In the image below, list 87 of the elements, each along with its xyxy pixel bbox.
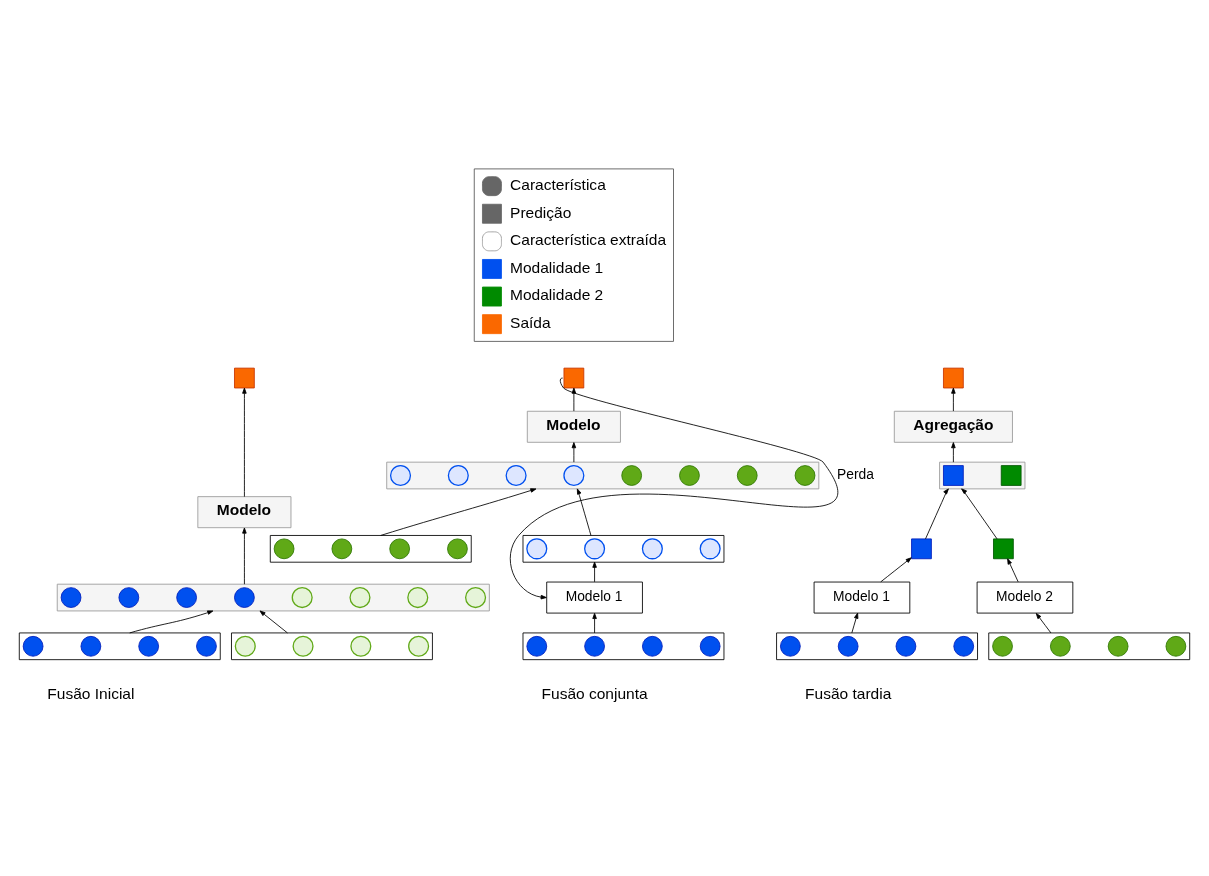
node-circle <box>273 538 295 560</box>
node-box: Modelo 1 <box>813 581 911 614</box>
legend-label: Característica extraída <box>510 231 667 249</box>
arrow <box>571 442 577 463</box>
node-box: Agregação <box>893 410 1013 443</box>
node-circle <box>895 635 917 657</box>
arrow <box>951 387 956 412</box>
arrow <box>951 442 956 463</box>
cluster <box>939 461 1026 490</box>
node-circle <box>292 635 314 657</box>
node-circle <box>138 635 159 657</box>
node-circle <box>291 587 313 609</box>
node-box <box>1000 465 1022 486</box>
arrow <box>1035 613 1052 634</box>
node-circle <box>196 635 217 657</box>
node-circle <box>1107 635 1129 657</box>
node-circle <box>563 464 585 487</box>
node-box <box>943 367 964 389</box>
node-circle <box>407 587 429 609</box>
node-circle <box>447 538 468 560</box>
arrow <box>880 557 912 583</box>
arrow <box>242 527 247 585</box>
node-circle <box>389 538 410 560</box>
node-circle <box>118 587 140 608</box>
node-circle <box>699 635 721 657</box>
arrow <box>380 488 537 536</box>
node-circle <box>953 635 975 657</box>
node-box: Modelo 2 <box>976 581 1074 614</box>
label: Fusão Inicial <box>47 684 135 702</box>
arrow <box>129 610 214 634</box>
arrow <box>1007 558 1019 583</box>
arrow <box>851 612 859 634</box>
node-circle <box>80 635 102 657</box>
node-circle <box>679 465 700 486</box>
node-circle <box>699 538 721 560</box>
arrow <box>961 488 998 540</box>
node-circle <box>234 635 256 657</box>
node-box <box>993 538 1014 560</box>
legend-label: Característica <box>510 175 606 193</box>
node-box <box>911 538 932 560</box>
node-circle <box>584 635 605 657</box>
node-circle <box>621 465 642 486</box>
node-circle <box>736 465 758 486</box>
arrow <box>242 387 247 498</box>
node-circle <box>584 538 606 560</box>
node-circle <box>349 587 371 609</box>
node-circle <box>408 635 430 657</box>
node-circle <box>447 464 469 487</box>
node-circle <box>526 538 548 560</box>
node-circle <box>505 464 527 487</box>
node-box: Modelo <box>526 410 621 443</box>
arrow <box>925 488 949 540</box>
node-box: Modelo 1 <box>546 581 643 614</box>
arrow <box>509 377 837 600</box>
label: Fusão conjunta <box>541 684 648 702</box>
arrow <box>259 610 288 634</box>
node-circle <box>176 587 197 608</box>
node-box: Modelo <box>197 496 292 529</box>
node-circle <box>992 635 1013 657</box>
node-circle <box>642 635 663 657</box>
arrow <box>571 387 577 412</box>
node-circle <box>780 635 801 657</box>
node-box <box>234 367 255 389</box>
legend-label: Modalidade 2 <box>510 286 604 304</box>
node-circle <box>1165 635 1187 657</box>
node-circle <box>60 587 82 608</box>
arrow <box>592 561 597 583</box>
arrow <box>576 488 592 536</box>
legend-label: Modalidade 1 <box>510 258 604 276</box>
node-circle <box>1050 635 1071 657</box>
legend-label: Saída <box>510 313 551 331</box>
node-box <box>563 367 585 389</box>
node-circle <box>465 587 487 609</box>
node-circle <box>234 587 255 608</box>
edge-label: Perda <box>837 466 874 482</box>
node-circle <box>641 538 663 560</box>
node-circle <box>526 635 548 657</box>
node-circle <box>350 635 372 657</box>
legend-label: Predição <box>510 203 572 221</box>
node-box <box>943 465 964 486</box>
node-circle <box>22 635 44 657</box>
node-circle <box>389 464 412 487</box>
node-circle <box>331 538 353 560</box>
node-circle <box>794 465 816 486</box>
node-circle <box>837 635 859 657</box>
arrow <box>592 612 597 634</box>
label: Fusão tardia <box>805 684 892 702</box>
